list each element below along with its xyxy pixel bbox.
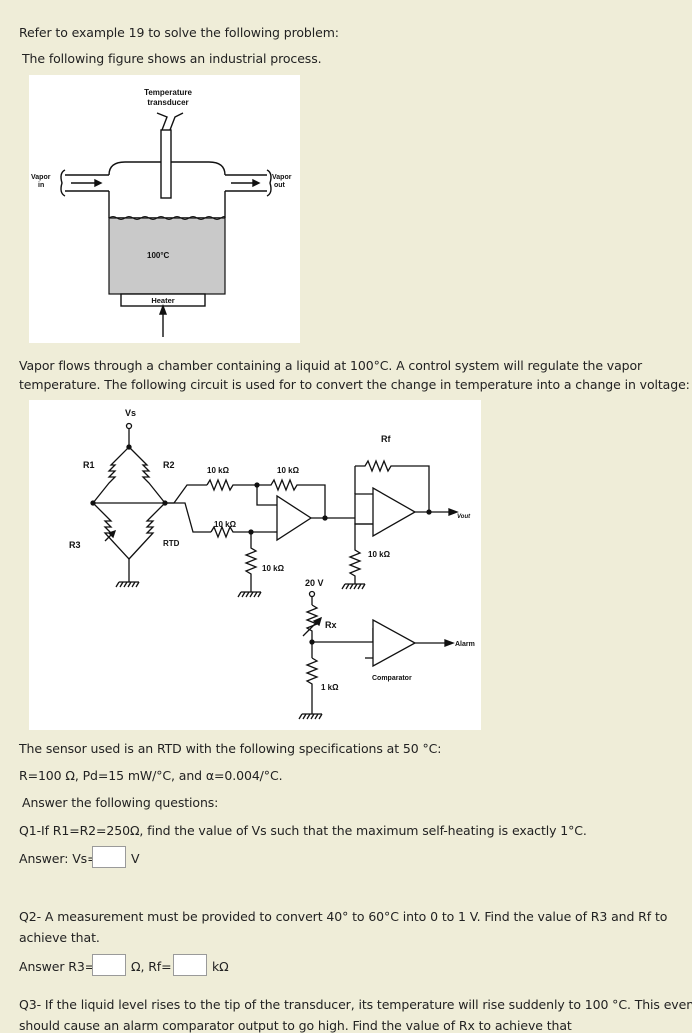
circuit-figure: Vs Rf R1 R2 R3 RTD 10 kΩ 10 kΩ 10 kΩ 10 … [29, 400, 481, 730]
transducer-label-2: transducer [147, 98, 188, 107]
vapor-out-label-2: out [274, 182, 286, 189]
q3-line-1: Q3- If the liquid level rises to the tip… [19, 997, 692, 1012]
vs-label: Vs [125, 408, 136, 418]
resistor-label-e: 10 kΩ [368, 550, 391, 559]
vs-answer-input[interactable] [92, 846, 126, 868]
transducer-label-1: Temperature [144, 88, 192, 97]
resistor-label-1k: 1 kΩ [321, 683, 339, 692]
specs-line-2: R=100 Ω, Pd=15 mW/°C, and α=0.004/°C. [19, 768, 283, 783]
rf-label: Rf [381, 434, 391, 444]
q1-text: Q1-If R1=R2=250Ω, find the value of Vs s… [19, 823, 587, 838]
comparator-label: Comparator [372, 675, 412, 682]
heater-label: Heater [151, 296, 174, 305]
q2-answer-label: Answer R3= [19, 959, 96, 974]
r3-answer-input[interactable] [92, 954, 126, 976]
liquid-temperature-label: 100°C [147, 251, 170, 260]
paragraph-line-2: temperature. The following circuit is us… [19, 377, 690, 392]
resistor-label-b: 10 kΩ [277, 466, 300, 475]
specs-line-3: Answer the following questions: [22, 795, 219, 810]
resistor-label-d: 10 kΩ [262, 564, 285, 573]
r1-label: R1 [83, 460, 95, 470]
rx-label: Rx [325, 620, 337, 630]
rf-answer-input[interactable] [173, 954, 207, 976]
q2-line-1: Q2- A measurement must be provided to co… [19, 909, 668, 924]
vapor-in-label-2: in [38, 182, 44, 189]
paragraph-line-1: Vapor flows through a chamber containing… [19, 358, 643, 373]
resistor-label-c: 10 kΩ [214, 520, 237, 529]
q3-line-2: should cause an alarm comparator output … [19, 1018, 572, 1033]
vapor-out-label-1: Vapor [272, 174, 292, 181]
r3-label: R3 [69, 540, 81, 550]
q1-answer-label: Answer: Vs= [19, 851, 98, 866]
r2-label: R2 [163, 460, 175, 470]
intro-line-2: The following figure shows an industrial… [22, 51, 322, 66]
vapor-in-label-1: Vapor [31, 174, 51, 181]
resistor-label-a: 10 kΩ [207, 466, 230, 475]
q2-unit-2: kΩ [212, 959, 229, 974]
q1-unit: V [131, 851, 140, 866]
supply-label: 20 V [305, 578, 324, 588]
q2-unit-1: Ω, Rf= [131, 959, 172, 974]
alarm-label: Alarm [455, 641, 475, 648]
intro-line-1: Refer to example 19 to solve the followi… [19, 25, 339, 40]
process-figure: Temperature transducer Vapor in Vapor ou… [29, 75, 300, 343]
rtd-label: RTD [163, 539, 180, 548]
q2-line-2: achieve that. [19, 930, 100, 945]
specs-line-1: The sensor used is an RTD with the follo… [19, 741, 442, 756]
vout-label: Vout [457, 514, 471, 520]
